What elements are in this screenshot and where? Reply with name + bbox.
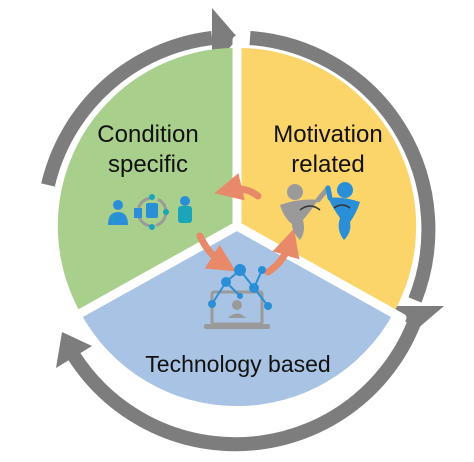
- inner-arrow-up: [264, 228, 300, 276]
- document-icon: [134, 208, 142, 218]
- people-high-five-icon: [280, 182, 360, 240]
- laptop-network-icon: [204, 264, 272, 329]
- outer-arrow-top: [41, 31, 213, 187]
- condition-label-line1: Condition: [97, 121, 198, 148]
- inner-arrow-down: [196, 232, 236, 272]
- outer-arrow-right: [249, 31, 436, 303]
- outer-arrow-bottom: [68, 309, 425, 452]
- patient-icon: [178, 196, 192, 223]
- inner-cycle-arrows: [196, 173, 300, 276]
- condition-label-line2: specific: [108, 151, 188, 178]
- technology-label: Technology based: [145, 351, 330, 377]
- outer-cycle-arrows: [41, 8, 444, 452]
- motivation-label-line1: Motivation: [273, 121, 382, 148]
- condition-icons: [108, 194, 192, 230]
- motivation-label-line2: related: [291, 151, 364, 178]
- inner-arrow-left: [214, 173, 262, 201]
- person-blue-icon: [325, 182, 360, 240]
- doctor-icon: [108, 200, 128, 225]
- outer-arrowhead-bottom: [56, 332, 92, 368]
